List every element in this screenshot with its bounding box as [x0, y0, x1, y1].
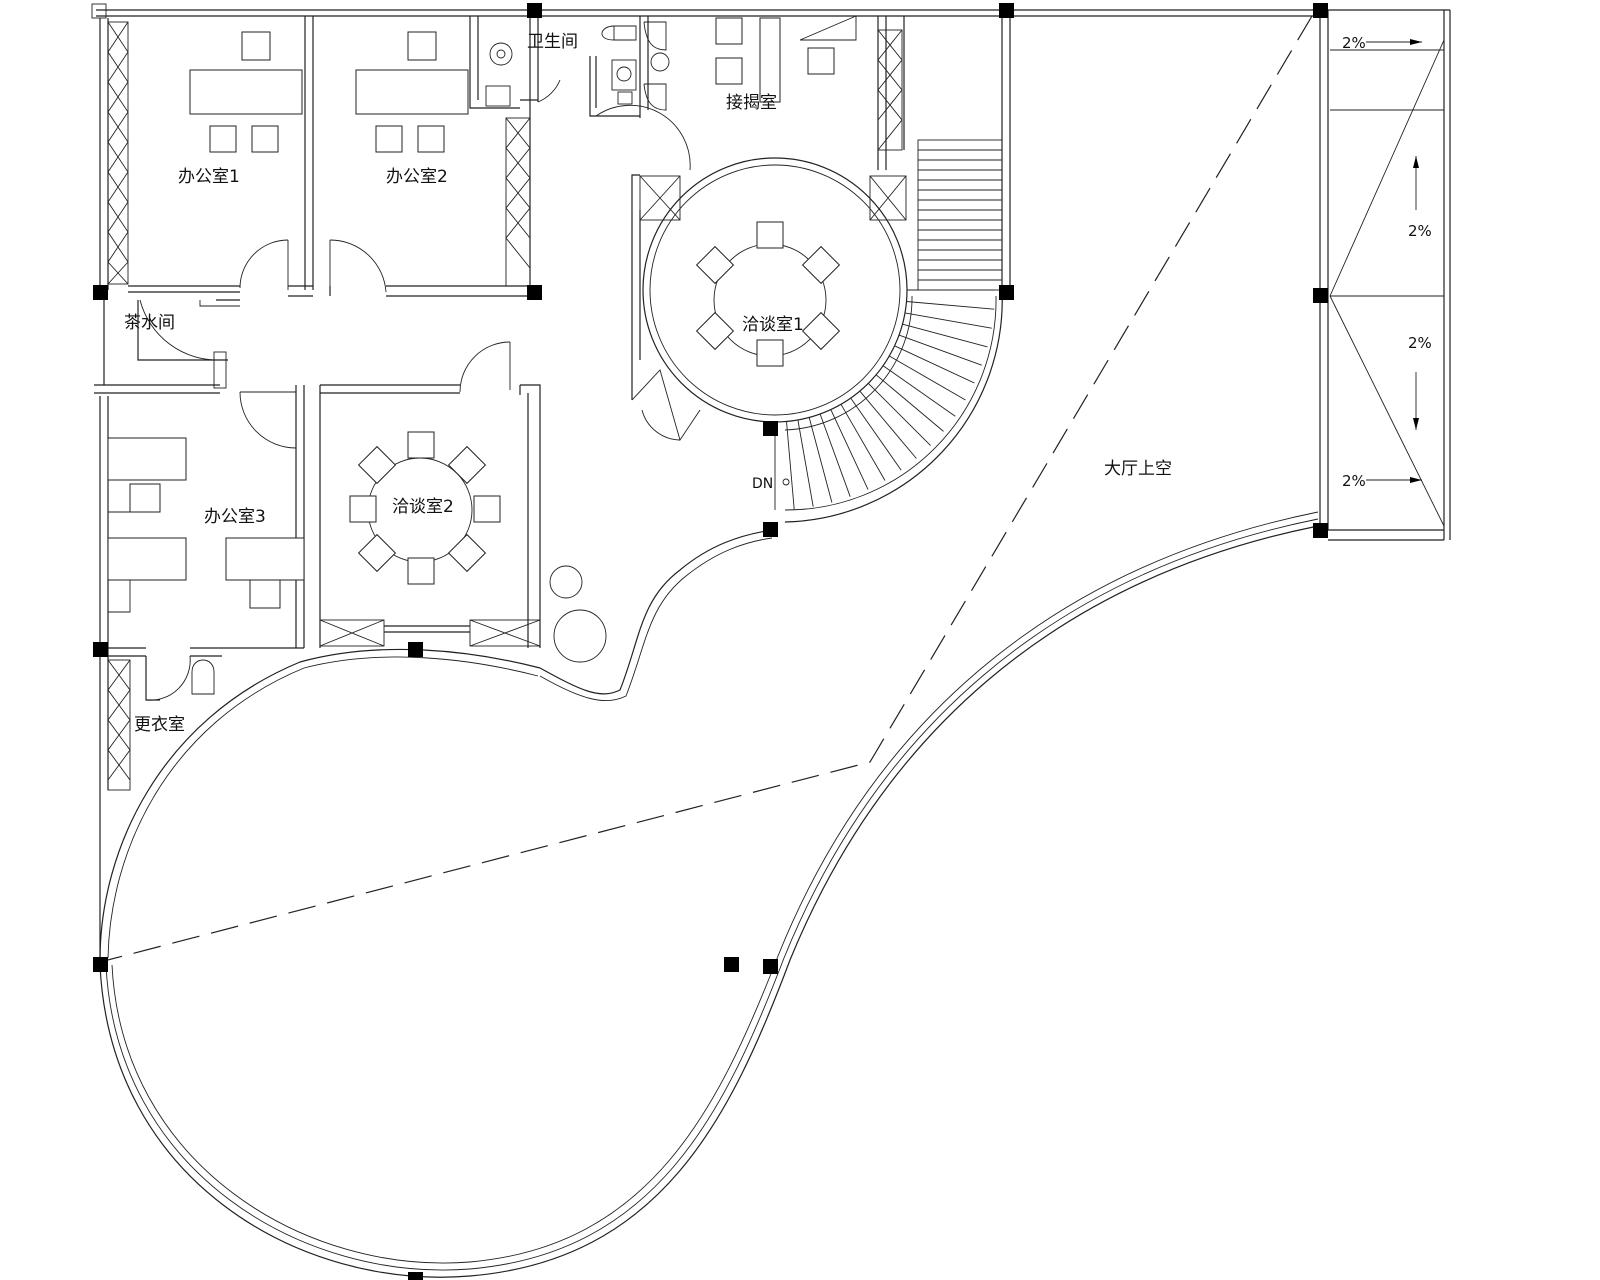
stair-tread	[808, 417, 833, 503]
label-slope-4: 2%	[1342, 472, 1366, 490]
label-reception: 接揭室	[726, 93, 777, 113]
label-office1: 办公室1	[178, 167, 240, 187]
stair-tread	[882, 365, 956, 417]
stair-tread	[786, 421, 795, 510]
label-toilet: 卫生间	[527, 32, 578, 52]
stair-tread	[867, 382, 931, 446]
label-slope-2: 2%	[1408, 222, 1432, 240]
label-meeting2: 洽谈室2	[392, 497, 454, 517]
room-labels: 办公室1 办公室2 办公室3 卫生间 接揭室 洽谈室1 洽谈室2 茶水间 更衣室…	[124, 32, 1432, 735]
label-meeting1: 洽谈室1	[742, 315, 804, 335]
hall-void-outline	[99, 15, 1313, 963]
label-locker-room: 更衣室	[134, 715, 185, 735]
stair-start-marker	[782, 478, 790, 486]
meeting-room-2	[349, 431, 501, 585]
stair-tread	[797, 419, 814, 507]
stair-tread	[859, 390, 917, 459]
structural-columns	[93, 3, 1328, 1280]
label-stair-down: DN	[752, 476, 773, 492]
label-slope-3: 2%	[1408, 334, 1432, 352]
landscape-trees	[549, 565, 607, 663]
spiral-stair	[774, 139, 1003, 523]
outer-walls	[91, 3, 1451, 960]
stair-tread	[819, 413, 851, 497]
stair-tread	[894, 345, 975, 384]
stair-tread	[840, 404, 886, 481]
door-swings	[139, 79, 691, 701]
interior-walls	[108, 16, 1011, 701]
label-slope-1: 2%	[1342, 34, 1366, 52]
stair-tread	[850, 397, 902, 471]
slope-arrows	[1366, 39, 1422, 483]
label-office2: 办公室2	[386, 167, 448, 187]
label-office3: 办公室3	[204, 507, 266, 527]
label-hall-void: 大厅上空	[1104, 459, 1172, 479]
office-furniture	[107, 15, 857, 613]
stair-tread	[906, 301, 995, 310]
stair-tread	[904, 312, 992, 329]
stair-tread	[902, 323, 988, 348]
stair-tread	[898, 334, 982, 366]
curved-perimeter	[99, 511, 1319, 1278]
label-tea-room: 茶水间	[124, 313, 175, 333]
stair-tread	[889, 355, 966, 401]
stair-tread	[830, 409, 869, 490]
stair-tread	[875, 374, 944, 432]
sanitary-fixtures	[191, 21, 670, 695]
